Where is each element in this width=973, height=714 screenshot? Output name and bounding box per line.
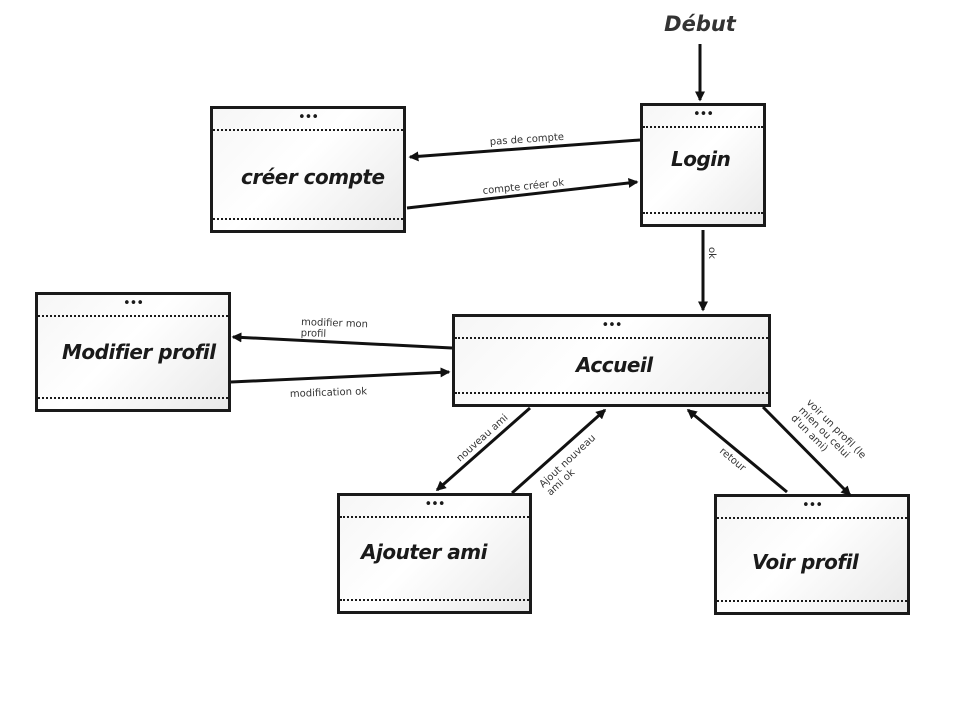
screen-title: Login	[671, 147, 731, 171]
more-icon: •••	[424, 497, 445, 512]
edge-label-voir-un-profil: voir un profil (le mien ou celui d'un am…	[788, 397, 870, 479]
more-icon: •••	[601, 318, 622, 333]
edge-label-modifier-mon-profil: modifier mon profil	[301, 317, 372, 341]
more-icon: •••	[801, 498, 823, 513]
edge-label-pas-de-compte: pas de compte	[489, 132, 564, 148]
screen-login: ••• Login	[640, 103, 766, 227]
screen-modifier-profil: ••• Modifier profil	[35, 292, 231, 412]
separator	[717, 517, 907, 519]
edge-label-modification-ok: modification ok	[290, 386, 368, 400]
screen-title: Ajouter ami	[361, 540, 487, 564]
more-icon: •••	[297, 110, 319, 125]
separator	[340, 599, 529, 601]
start-label: Début	[664, 12, 736, 36]
screen-title: Voir profil	[752, 550, 859, 574]
separator	[38, 315, 228, 317]
arrow-accueil-to-voir	[761, 405, 852, 497]
arrow-accueil-to-modifier	[231, 332, 453, 350]
separator	[717, 600, 907, 602]
screen-title: créer compte	[241, 165, 385, 189]
screen-title: Accueil	[576, 353, 653, 377]
arrow-modifier-to-accueil	[230, 367, 451, 384]
separator	[455, 392, 768, 394]
separator	[213, 218, 403, 220]
separator	[643, 126, 763, 128]
more-icon: •••	[692, 107, 714, 122]
edge-label-nouveau-ami: nouveau ami	[455, 412, 511, 464]
screen-creer-compte: ••• créer compte	[210, 106, 406, 233]
screen-title: Modifier profil	[62, 340, 216, 364]
screen-voir-profil: ••• Voir profil	[714, 494, 910, 615]
screen-accueil: ••• Accueil	[452, 314, 771, 407]
arrow-login-to-creer-compte	[408, 138, 641, 162]
arrow-voir-to-accueil	[686, 408, 788, 494]
separator	[213, 129, 403, 131]
separator	[643, 212, 763, 214]
separator	[340, 516, 529, 518]
edge-label-ok: ok	[706, 247, 717, 259]
arrow-ajouter-to-accueil	[511, 408, 607, 495]
edge-label-retour: retour	[717, 446, 748, 475]
separator	[38, 397, 228, 399]
screen-ajouter-ami: ••• Ajouter ami	[337, 493, 532, 614]
arrow-accueil-to-ajouter	[435, 406, 531, 492]
arrow-creer-compte-to-login	[406, 177, 639, 210]
separator	[455, 337, 768, 339]
more-icon: •••	[122, 296, 144, 311]
